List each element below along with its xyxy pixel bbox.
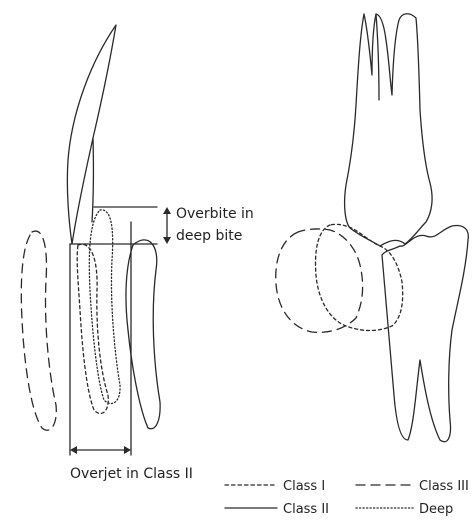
legend-item-class-ii: Class II — [225, 502, 329, 517]
overjet-arrow — [70, 446, 131, 454]
incisor-diagram: Overbite in deep bite Overjet in Class I… — [21, 25, 253, 482]
class-iii-lower-incisor — [21, 231, 56, 430]
overbite-label-line1: Overbite in — [176, 206, 254, 222]
molar-diagram — [276, 14, 469, 442]
overbite-label-line2: deep bite — [176, 228, 242, 244]
upper-molar-root-gap — [376, 14, 379, 100]
deep-bite-lower-incisor — [89, 210, 120, 404]
legend-label-class-i: Class I — [283, 479, 325, 494]
legend-label-deep: Deep — [419, 502, 453, 517]
legend-item-class-iii: Class III — [356, 479, 469, 494]
class-iii-lower-molar — [276, 229, 363, 332]
legend: Class I Class III Class II Deep — [225, 479, 469, 517]
overbite-arrow — [163, 207, 171, 244]
legend-item-class-i: Class I — [225, 479, 325, 494]
legend-label-class-iii: Class III — [419, 479, 469, 494]
upper-molar-outline — [345, 14, 432, 246]
class-i-lower-molar — [316, 224, 403, 330]
upper-incisor-crown-inner — [92, 138, 93, 222]
legend-label-class-ii: Class II — [283, 502, 329, 517]
lower-molar-outline — [382, 226, 468, 442]
overjet-label: Overjet in Class II — [70, 466, 193, 482]
legend-item-deep: Deep — [356, 502, 453, 517]
upper-incisor-outline — [67, 25, 116, 244]
